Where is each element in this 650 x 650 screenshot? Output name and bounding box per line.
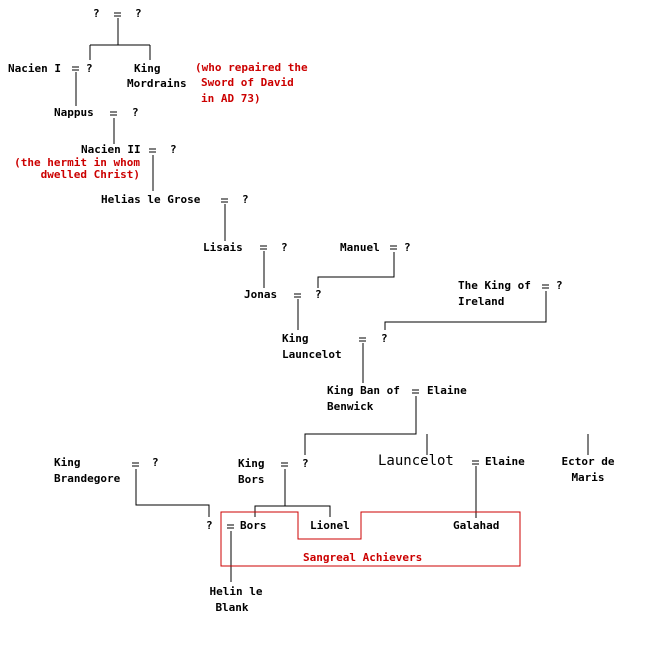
marriage-mark xyxy=(221,198,228,203)
person-nacien-i: Nacien I xyxy=(8,62,61,75)
person-manuel: Manuel xyxy=(340,241,380,254)
person-elaine-wife-of-ban: Elaine xyxy=(427,384,467,397)
person-ector-de-maris-line1: Ector de xyxy=(561,455,615,468)
person-king-bors-line2: Bors xyxy=(238,473,265,486)
person-helias-le-grose: Helias le Grose xyxy=(101,193,201,206)
person-helin-le-blank-line2: Blank xyxy=(215,601,249,614)
marriage-mark xyxy=(542,284,549,289)
unknown-spouse: ? xyxy=(93,7,100,20)
unknown-spouse: ? xyxy=(315,288,322,301)
unknown-spouse: ? xyxy=(170,143,177,156)
note-sword-line2: Sword of David xyxy=(201,76,294,89)
person-jonas: Jonas xyxy=(244,288,278,301)
descent-line xyxy=(254,469,331,517)
unknown-spouse: ? xyxy=(86,62,93,75)
person-king-mordrains-line1: King xyxy=(134,62,161,75)
person-king-brandegore-line2: Brandegore xyxy=(54,472,121,485)
note-hermit-line2: dwelled Christ) xyxy=(40,168,140,181)
label-sangreal-achievers: Sangreal Achievers xyxy=(303,551,423,564)
marriage-mark xyxy=(412,389,419,394)
person-launcelot: Launcelot xyxy=(378,453,454,469)
marriage-mark xyxy=(260,245,267,250)
person-king-of-ireland-line1: The King of xyxy=(458,279,531,292)
note-sword-line3: in AD 73) xyxy=(201,92,261,105)
person-king-ban-line2: Benwick xyxy=(327,400,374,413)
note-sword-line1: (who repaired the xyxy=(195,61,308,74)
marriage-mark xyxy=(281,462,288,467)
unknown-spouse: ? xyxy=(152,456,159,469)
sangreal-achievers-box xyxy=(220,511,521,567)
person-king-mordrains-line2: Mordrains xyxy=(127,77,187,90)
marriage-mark xyxy=(110,111,117,116)
unknown-spouse: ? xyxy=(242,193,249,206)
person-king-of-ireland-line2: Ireland xyxy=(458,295,505,308)
descent-lines xyxy=(75,18,589,582)
marriage-mark xyxy=(149,148,156,153)
person-elaine-wife-of-launcelot: Elaine xyxy=(485,455,525,468)
person-king-launcelot-line2: Launcelot xyxy=(282,348,342,361)
person-lisais: Lisais xyxy=(203,241,243,254)
person-galahad: Galahad xyxy=(453,519,500,532)
marriage-mark xyxy=(390,245,397,250)
unknown-spouse: ? xyxy=(281,241,288,254)
marriage-mark xyxy=(132,462,139,467)
marriage-mark xyxy=(359,337,366,342)
marriage-marks xyxy=(72,12,549,529)
unknown-spouse: ? xyxy=(132,106,139,119)
person-bors: Bors xyxy=(240,519,267,532)
note-hermit-line1: (the hermit in whom xyxy=(14,156,140,169)
marriage-mark xyxy=(72,66,79,71)
unknown-spouse: ? xyxy=(404,241,411,254)
unknown-spouse: ? xyxy=(556,279,563,292)
descent-line xyxy=(304,396,589,455)
marriage-mark xyxy=(294,293,301,298)
descent-line xyxy=(384,291,547,330)
person-nacien-ii: Nacien II xyxy=(81,143,141,156)
person-king-bors-line1: King xyxy=(238,457,265,470)
descent-line xyxy=(135,469,210,517)
descent-line xyxy=(89,18,151,60)
unknown-spouse: ? xyxy=(381,332,388,345)
person-king-launcelot-line1: King xyxy=(282,332,309,345)
marriage-mark xyxy=(227,524,234,529)
marriage-mark xyxy=(472,460,479,465)
person-helin-le-blank-line1: Helin le xyxy=(209,585,263,598)
unknown-spouse: ? xyxy=(135,7,142,20)
person-king-ban-line1: King Ban of xyxy=(327,384,400,397)
person-king-brandegore-line1: King xyxy=(54,456,81,469)
descent-line xyxy=(317,252,395,288)
person-lionel: Lionel xyxy=(310,519,350,532)
unknown-spouse: ? xyxy=(302,457,309,470)
marriage-mark xyxy=(114,12,121,17)
person-ector-de-maris-line2: Maris xyxy=(571,471,605,484)
unknown-spouse: ? xyxy=(206,519,213,532)
person-nappus: Nappus xyxy=(54,106,94,119)
